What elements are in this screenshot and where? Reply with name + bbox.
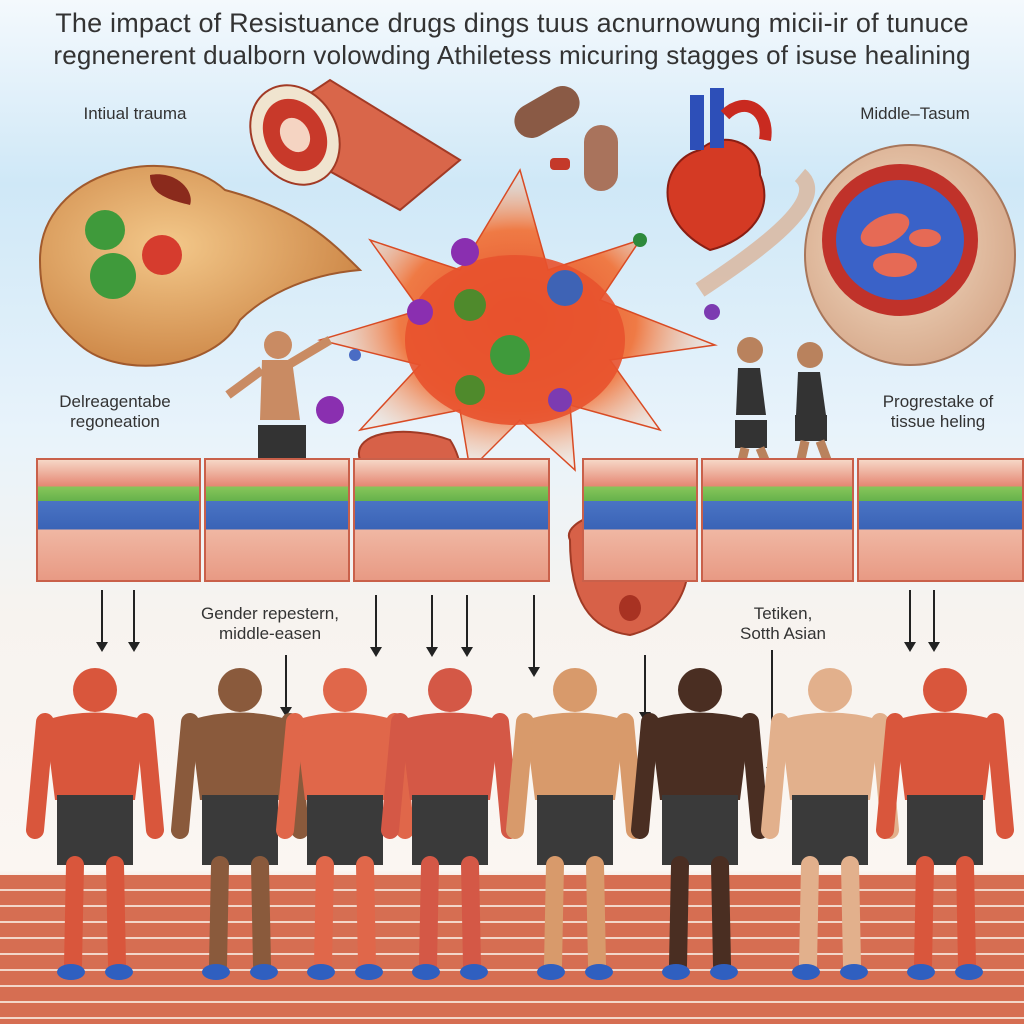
label-gender-line1: Gender repestern, bbox=[201, 604, 339, 623]
arrow-down-2 bbox=[128, 590, 140, 652]
label-south-asian-line1: Tetiken, bbox=[753, 604, 813, 623]
drug-capsules bbox=[514, 86, 618, 191]
arrow-down-3 bbox=[280, 655, 292, 717]
central-damaged-cell bbox=[316, 168, 720, 472]
athlete-figure bbox=[506, 668, 644, 980]
athlete-figure bbox=[631, 668, 769, 980]
athlete-figure bbox=[876, 668, 1014, 980]
initial-trauma-cell bbox=[38, 164, 363, 367]
label-progress-line1: Progrestake of bbox=[882, 392, 994, 411]
muscle-bundle bbox=[249, 78, 462, 212]
arrow-down-1 bbox=[96, 590, 108, 652]
tissue-panel-4 bbox=[582, 458, 698, 582]
label-degeneration-line2: regoneation bbox=[70, 412, 160, 431]
athlete-figure bbox=[761, 668, 899, 980]
athlete-figure bbox=[26, 668, 164, 980]
label-initial-trauma: Intiual trauma bbox=[83, 104, 187, 123]
tissue-panel-2 bbox=[204, 458, 350, 582]
athlete-figure bbox=[381, 668, 519, 980]
arrow-down-7 bbox=[528, 595, 540, 677]
label-middle-tasum: Middle–Tasum bbox=[860, 104, 970, 123]
runner-male bbox=[225, 331, 333, 506]
label-gender-line2: middle-easen bbox=[218, 624, 322, 643]
title-line-2: regnenerent dualborn volowding Athiletes… bbox=[53, 40, 971, 70]
arrow-down-9 bbox=[904, 590, 916, 652]
heart-icon bbox=[666, 88, 772, 252]
arrow-down-4 bbox=[370, 595, 382, 657]
label-south-asian-line2: Sotth Asian bbox=[739, 624, 826, 643]
middle-stage-cell bbox=[695, 144, 1016, 366]
label-gender: Gender repestern, middle-easen bbox=[190, 604, 350, 644]
tissue-panel-6 bbox=[857, 458, 1024, 582]
label-south-asian: Tetiken, Sotth Asian bbox=[728, 604, 838, 644]
title-line-1: The impact of Resistuance drugs dings tu… bbox=[55, 8, 969, 38]
label-degeneration: Delreagentabe regoneation bbox=[40, 392, 190, 432]
arrow-down-10 bbox=[928, 590, 940, 652]
arrow-down-5 bbox=[426, 595, 438, 657]
label-progress: Progrestake of tissue heling bbox=[868, 392, 1008, 432]
tissue-panel-5 bbox=[701, 458, 854, 582]
label-progress-line2: tissue heling bbox=[890, 412, 986, 431]
tissue-panel-3 bbox=[353, 458, 550, 582]
label-degeneration-line1: Delreagentabe bbox=[59, 392, 171, 411]
arrow-down-6 bbox=[461, 595, 473, 657]
tissue-panel-1 bbox=[36, 458, 201, 582]
